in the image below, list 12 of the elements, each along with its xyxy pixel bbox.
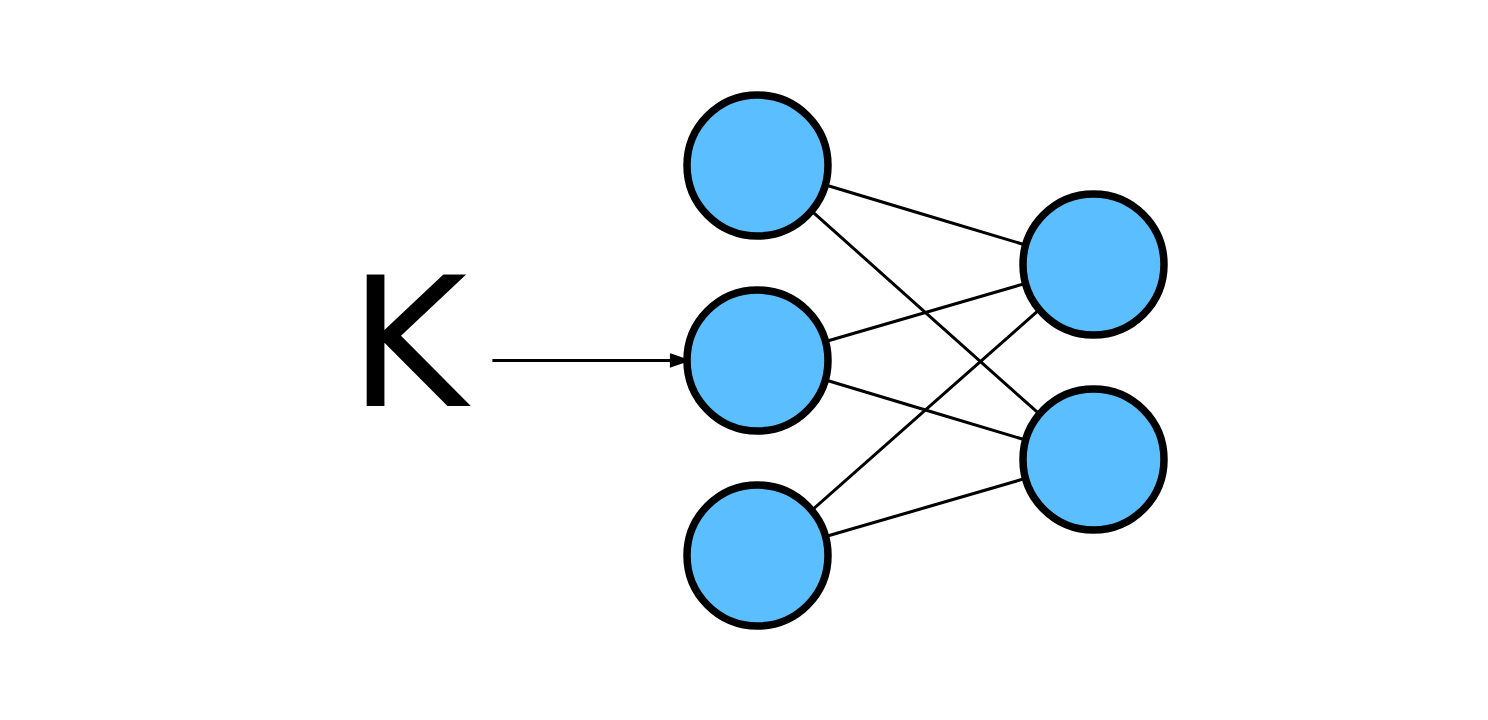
connector	[825, 281, 1026, 343]
node-circle	[683, 480, 832, 630]
node-circle	[683, 90, 832, 240]
connector	[811, 209, 1041, 415]
node-circle	[1019, 189, 1168, 339]
connector	[825, 378, 1026, 441]
node-circle	[1019, 384, 1168, 534]
arrow	[492, 352, 691, 368]
node-circle	[683, 285, 832, 435]
connector	[825, 476, 1026, 538]
connector	[811, 308, 1041, 511]
connector	[825, 183, 1026, 246]
